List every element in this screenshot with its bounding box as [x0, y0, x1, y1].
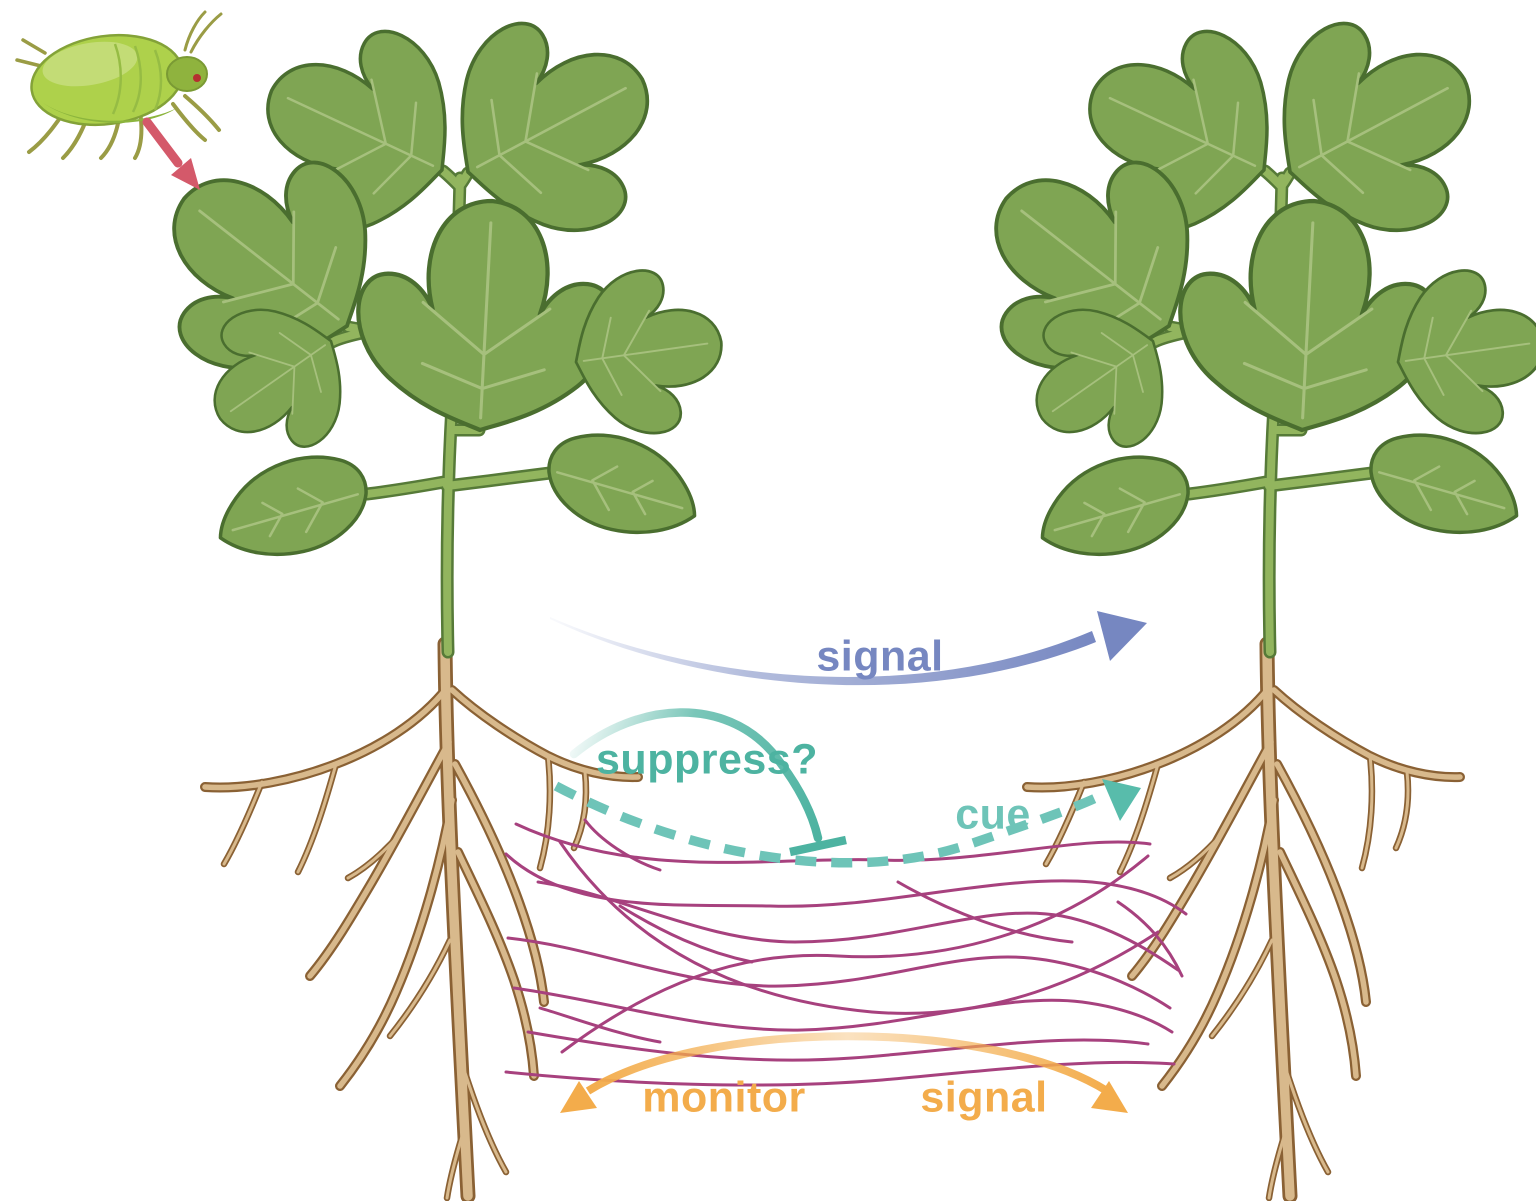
attack-arrow-icon	[142, 117, 200, 190]
aboveground-signal-label: signal	[816, 632, 944, 681]
suppress-label: suppress?	[596, 735, 818, 784]
attacked-plant-shoot	[113, 0, 732, 652]
mycorrhizal-network-lines	[504, 818, 1188, 1087]
aboveground-signal-arrow	[550, 611, 1147, 686]
aphid-eye	[193, 74, 201, 82]
aphid-icon	[15, 10, 223, 160]
belowground-monitor-signal-arrow	[560, 1032, 1128, 1113]
monitor-label: monitor	[642, 1073, 806, 1122]
belowground-signal-label: signal	[920, 1073, 1048, 1122]
attacked-plant-roots	[205, 644, 638, 1198]
neighbor-plant-roots	[1027, 644, 1460, 1198]
neighbor-plant-shoot	[935, 0, 1536, 652]
cue-label: cue	[955, 790, 1031, 839]
cue-dashed-arrow	[553, 779, 1141, 868]
suppress-inhibition-arrow	[569, 708, 847, 857]
